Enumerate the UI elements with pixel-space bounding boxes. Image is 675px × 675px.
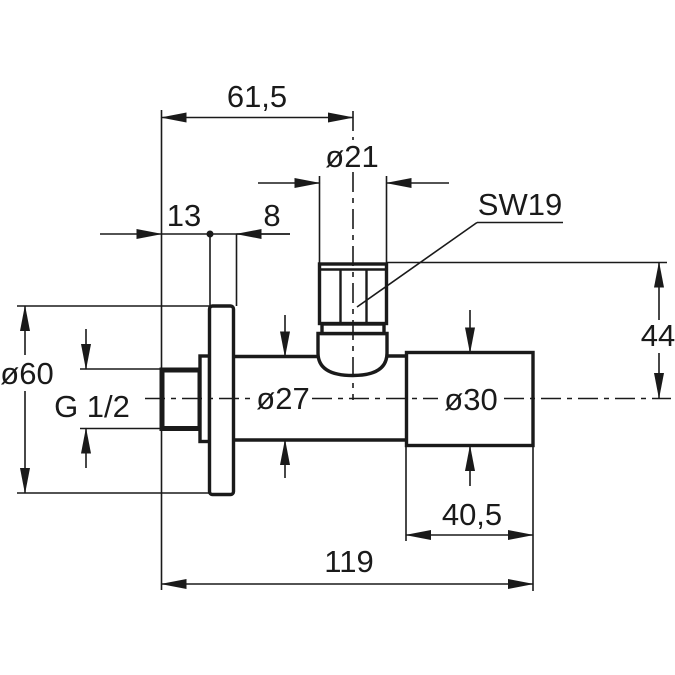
dim-label: 44 [641,318,675,353]
dim-label: G 1/2 [54,389,130,424]
dimension-dot [206,230,214,238]
valve-outline [159,262,535,497]
dim-label: 8 [263,198,280,233]
label-wrench-size: SW19 [356,187,563,308]
dim-label: SW19 [478,187,562,222]
dim-label: ø27 [256,381,309,416]
dim-inlet-thread: G 1/2 [54,329,163,468]
dim-cylinder-diameter: ø30 [444,310,498,486]
dim-overall-length: 119 [160,544,534,589]
dim-label: 40,5 [442,497,502,532]
dim-label: ø21 [325,139,378,174]
dim-plate-diameter: ø60 [0,305,211,494]
dim-label: ø30 [444,382,497,417]
leader-line [356,221,478,308]
dim-wall-to-outlet-center: 61,5 [160,79,354,590]
dim-body-diameter: ø27 [256,315,310,478]
dim-wall-to-plate-and-plate-thickness: 13 8 [100,198,290,306]
dim-nut-diameter: ø21 [258,139,449,263]
dim-center-to-nut-top: 44 [387,261,675,399]
dim-label: 119 [324,544,373,579]
dim-label: 61,5 [227,79,287,114]
wall-plate [207,304,236,497]
centerlines [145,111,671,400]
dim-cylinder-length: 40,5 [405,447,534,591]
dim-label: ø60 [0,356,53,391]
dim-label: 13 [167,198,201,233]
